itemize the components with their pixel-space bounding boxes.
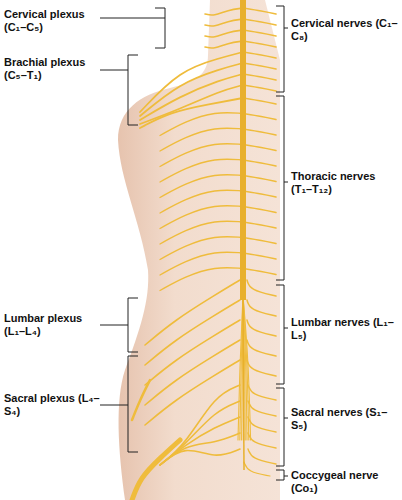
spinal-nerves — [132, 0, 276, 500]
nerve — [248, 385, 276, 400]
nerve — [243, 52, 276, 58]
nerve — [160, 417, 240, 465]
bracket — [276, 470, 288, 480]
nerve — [243, 63, 276, 69]
brackets — [100, 6, 288, 480]
nerve — [248, 433, 276, 448]
bracket — [276, 285, 288, 384]
nerve — [243, 253, 276, 259]
nerve-group-label: Cervical nerves (C₁–C₈) — [291, 17, 399, 43]
nerve — [243, 30, 276, 36]
nerve-group-label: Lumbar nerves (L₁–L₅) — [291, 316, 399, 342]
filum-terminale — [243, 300, 244, 470]
nerve-group-label: Thoracic nerves (T₁–T₁₂) — [291, 170, 399, 196]
nerve — [145, 340, 240, 405]
nerve — [243, 191, 276, 197]
nerve — [140, 85, 243, 124]
plexus-label: Lumbar plexus (L₁–L₄) — [4, 312, 104, 338]
nerve-group-label: Sacral nerves (S₁–S₅) — [291, 406, 399, 432]
nerve — [243, 160, 276, 166]
nerve — [243, 114, 276, 120]
nerve — [243, 8, 276, 14]
nerve — [160, 449, 240, 465]
nerve — [247, 300, 276, 316]
nerve — [205, 19, 243, 26]
nerve — [205, 41, 243, 48]
nerve — [243, 19, 276, 25]
nerve — [243, 74, 276, 80]
nerve — [248, 417, 276, 432]
nerve — [243, 176, 276, 182]
nerve — [243, 129, 276, 135]
nerve — [238, 296, 243, 440]
bracket — [100, 356, 138, 452]
spinal-cord — [240, 0, 246, 300]
bracket — [276, 388, 288, 466]
nerve — [145, 300, 240, 365]
nerve — [243, 41, 276, 47]
nerve — [243, 85, 276, 91]
nerve — [248, 401, 276, 416]
nerve — [243, 269, 276, 275]
nerve — [247, 280, 276, 296]
bracket — [100, 55, 138, 125]
nerve — [205, 8, 243, 15]
nerve — [248, 449, 276, 464]
nerve — [243, 222, 276, 228]
nerve — [247, 360, 276, 376]
nerve — [247, 340, 276, 356]
bracket — [100, 8, 165, 48]
bracket — [100, 298, 138, 352]
nerve — [145, 280, 240, 345]
nerve — [145, 320, 240, 385]
nerve — [243, 207, 276, 213]
bracket — [276, 6, 288, 92]
nerve — [132, 440, 180, 500]
nerve — [243, 238, 276, 244]
nerve — [243, 98, 276, 104]
nerve — [160, 401, 240, 465]
plexus-label: Brachial plexus (C₅–T₁) — [4, 56, 104, 82]
plexus-label: Sacral plexus (L₄–S₄) — [4, 392, 104, 418]
nerve — [247, 320, 276, 336]
nerve-group-label: Coccygeal nerve (Co₁) — [291, 469, 399, 495]
nerve — [243, 145, 276, 151]
nerve — [160, 385, 240, 465]
plexus-label: Cervical plexus (C₁–C₅) — [4, 8, 104, 34]
nerve — [132, 380, 150, 420]
back-silhouette — [118, 0, 280, 500]
nerve — [244, 462, 270, 476]
bracket — [276, 96, 288, 280]
nerve — [160, 268, 243, 291]
nerve — [205, 30, 243, 37]
